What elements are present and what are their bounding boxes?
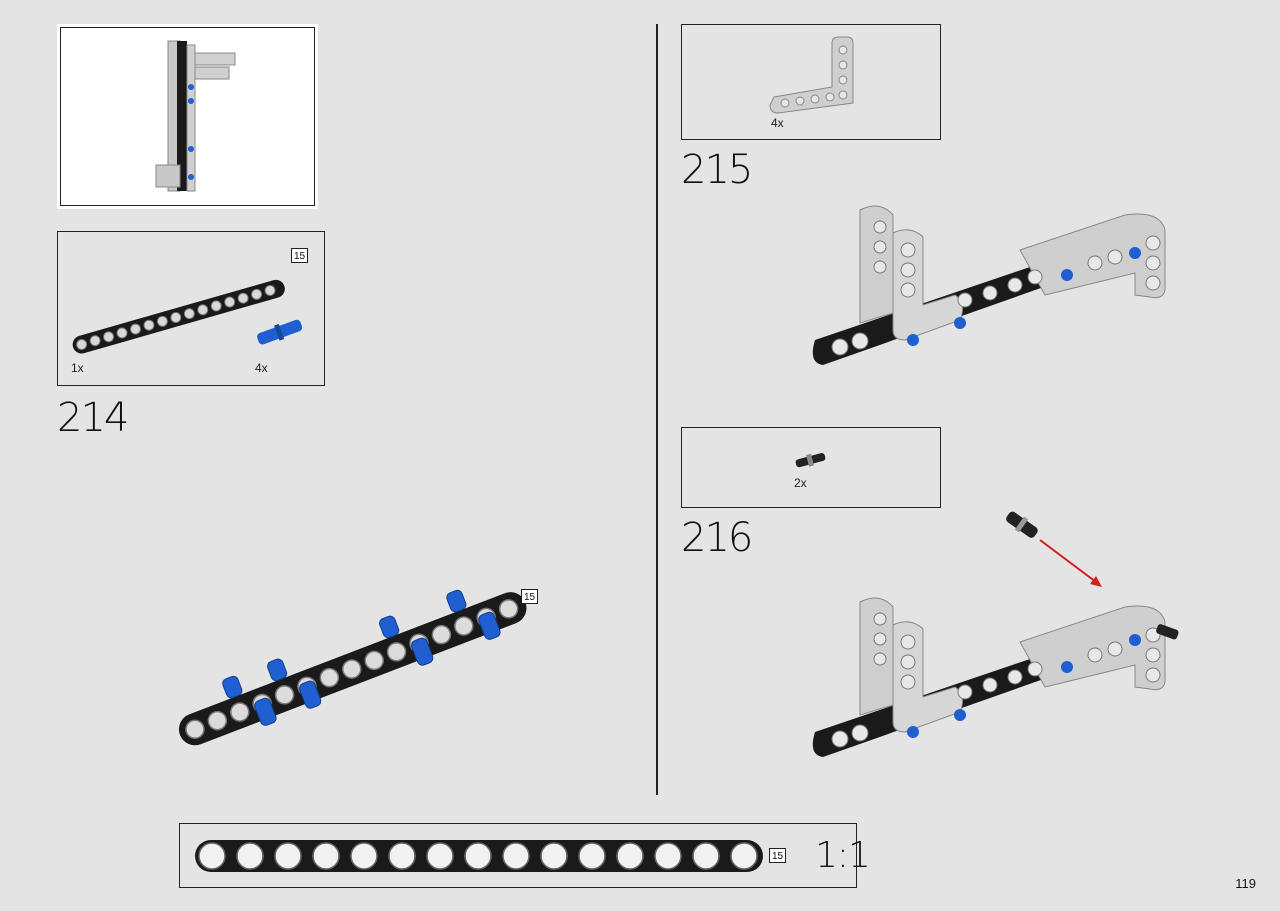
overview-model-image — [155, 40, 236, 192]
scale-length-tag: 15 — [769, 848, 786, 863]
black-beam-15-image — [72, 279, 285, 354]
pin-quantity: 4x — [255, 361, 268, 375]
scale-ratio: 1:1 — [815, 835, 871, 876]
step-number-214: 214 — [57, 395, 129, 441]
beam-quantity: 1x — [71, 361, 84, 375]
step-216-assembly-image — [812, 511, 1179, 757]
step-number-216: 216 — [681, 515, 753, 561]
step-215-parts-panel: 4x — [681, 24, 941, 140]
column-divider — [656, 24, 658, 795]
step-214-parts-panel: 15 1x 4x — [57, 231, 325, 386]
step-214-assembly-image — [178, 589, 527, 746]
beam-15-scale-image — [195, 840, 763, 872]
axle-pin-quantity: 2x — [794, 476, 807, 490]
step-215-assembly-image — [812, 205, 1166, 365]
scale-ruler-panel: 15 1:1 — [179, 823, 871, 888]
gray-L-beam-image — [769, 36, 854, 114]
step-216-parts-panel: 2x — [681, 427, 941, 508]
blue-pin-image — [257, 319, 303, 345]
beam-length-tag: 15 — [291, 248, 308, 263]
step-number-215: 215 — [681, 147, 753, 193]
l-beam-quantity: 4x — [771, 116, 784, 130]
overview-panel — [57, 24, 318, 209]
black-axle-pin-image — [795, 453, 826, 468]
assembly-length-tag: 15 — [521, 589, 538, 604]
page-number: 119 — [1235, 876, 1256, 891]
